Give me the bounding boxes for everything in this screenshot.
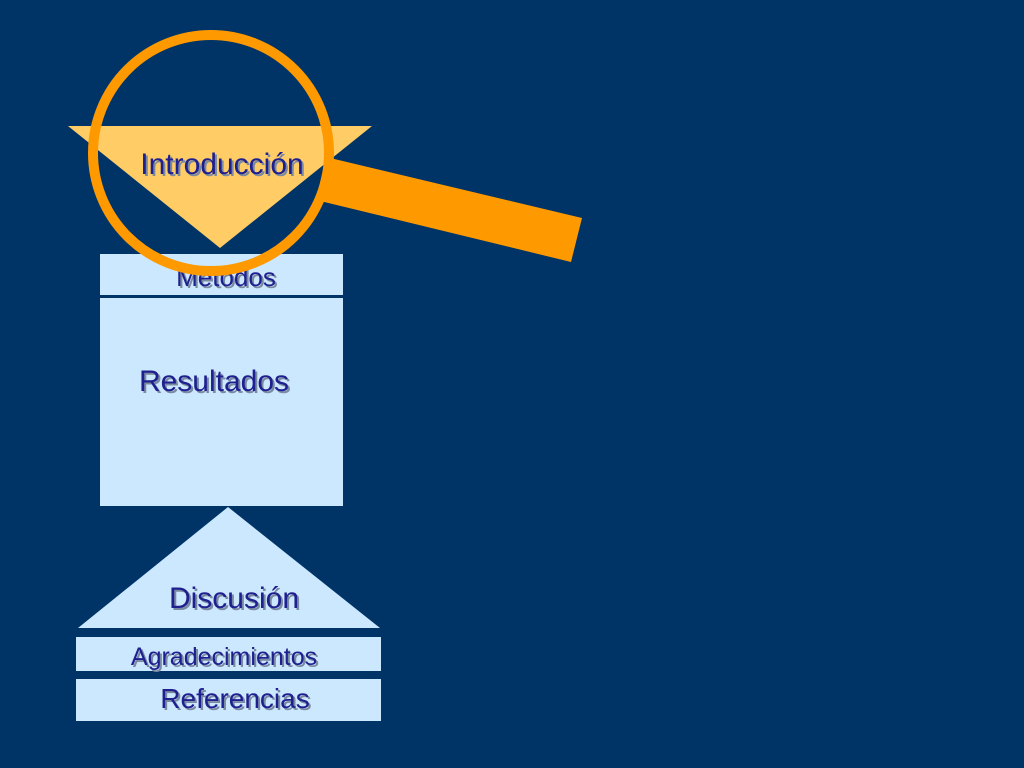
- introduccion-triangle: [68, 126, 372, 248]
- referencias-box: [76, 679, 381, 721]
- resultados-box: [100, 298, 343, 506]
- magnifying-glass-icon: [88, 30, 334, 276]
- referencias-label: Referencias: [160, 683, 309, 714]
- discusion-label: Discusión: [169, 582, 299, 615]
- metodos-divider: [100, 295, 343, 298]
- discusion-triangle: [78, 507, 380, 628]
- agradecimientos-label: Agradecimientos: [131, 643, 317, 671]
- agradecimientos-label-shadow: Agradecimientos: [133, 645, 319, 673]
- magnifier-handle: [316, 157, 582, 262]
- resultados-label: Resultados: [139, 365, 289, 398]
- discusion-label-shadow: Discusión: [171, 584, 301, 617]
- introduccion-label-shadow: Introducción: [142, 150, 305, 183]
- referencias-label-shadow: Referencias: [162, 685, 311, 716]
- introduccion-label: Introducción: [140, 148, 303, 181]
- resultados-label-shadow: Resultados: [141, 367, 291, 400]
- agradecimientos-box: [76, 637, 381, 671]
